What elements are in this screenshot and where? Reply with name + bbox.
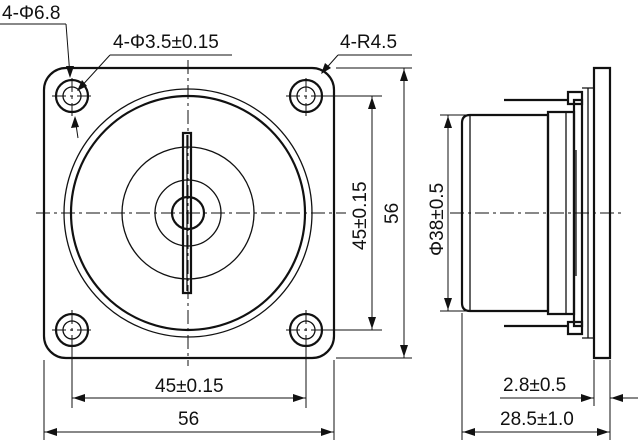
dim-flange: 2.8±0.5 (500, 360, 638, 406)
dim-height: 56 (336, 67, 412, 359)
dim-width: 56 (43, 360, 335, 440)
label-width: 56 (178, 409, 199, 430)
dim-corner-radius: 4-R4.5 (321, 32, 412, 74)
dim-depth: 28.5±1.0 (461, 313, 611, 440)
center-slot (181, 131, 193, 295)
label-hole-spacing-h: 45±0.15 (155, 376, 224, 397)
label-diameter: Φ38±0.5 (427, 183, 448, 256)
side-view (450, 66, 625, 360)
dim-diameter: Φ38±0.5 (427, 114, 470, 312)
dim-corner-hole: 4-Φ6.8 (0, 3, 79, 139)
front-view (36, 60, 346, 366)
dim-hole-spacing-v: 45±0.15 (324, 95, 382, 331)
label-corner-radius: 4-R4.5 (340, 32, 397, 53)
label-corner-hole: 4-Φ6.8 (2, 3, 60, 24)
label-depth: 28.5±1.0 (500, 409, 574, 430)
label-height: 56 (382, 203, 403, 224)
dim-hole-spacing-h: 45±0.15 (71, 348, 307, 408)
label-hole-spacing-v: 45±0.15 (350, 181, 371, 250)
label-mount-hole: 4-Φ3.5±0.15 (113, 32, 219, 53)
dim-mount-hole: 4-Φ3.5±0.15 (77, 32, 232, 91)
terminal-bottom (566, 320, 584, 336)
label-flange: 2.8±0.5 (503, 375, 566, 396)
